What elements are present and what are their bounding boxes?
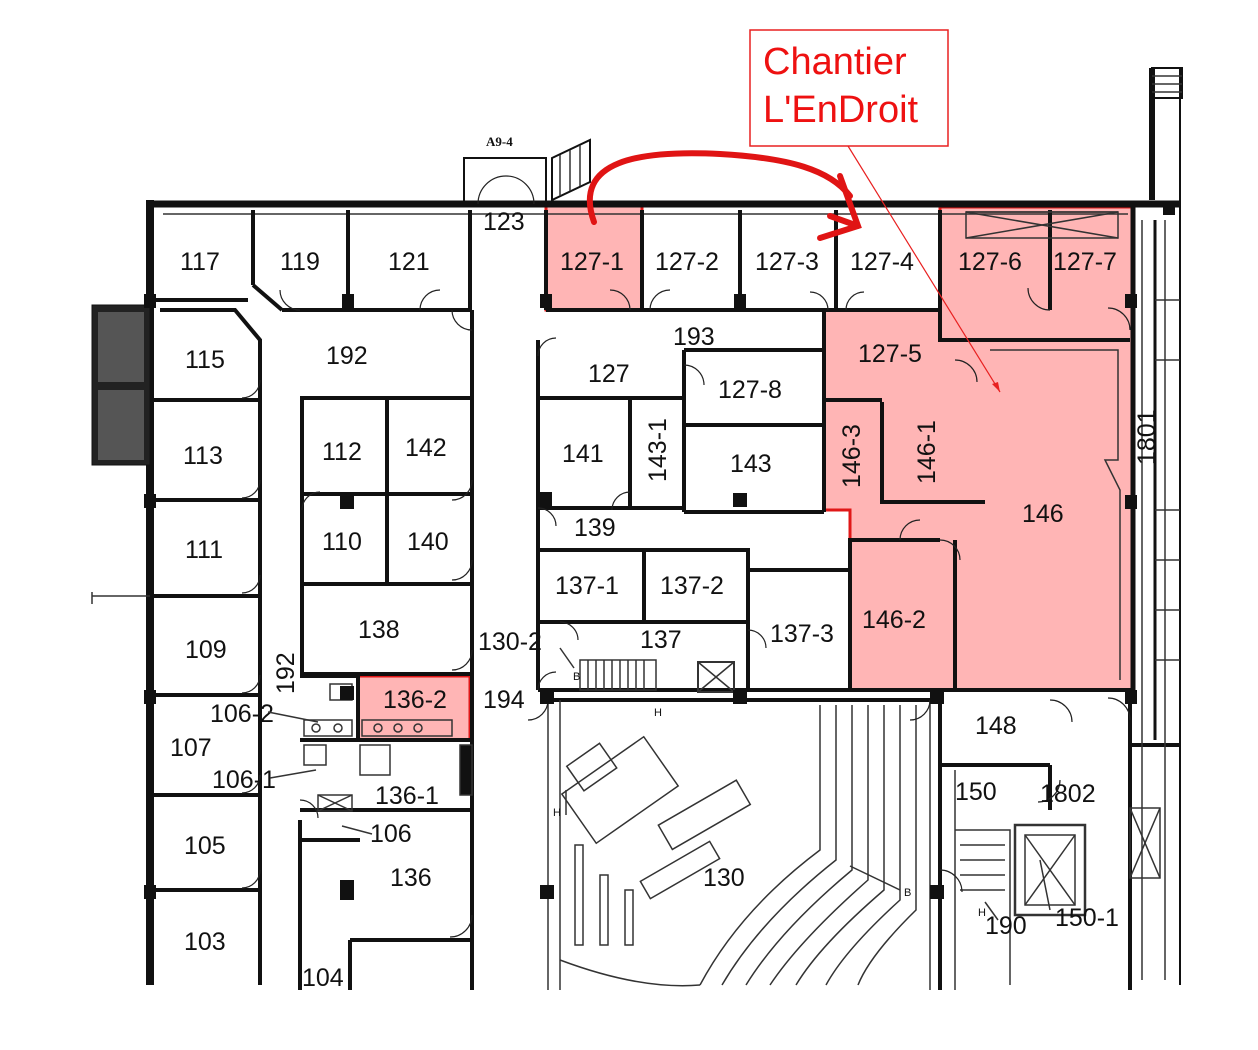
room-127-6: 127-6	[958, 248, 1022, 276]
room-106-2: 106-2	[210, 700, 274, 728]
room-109: 109	[185, 636, 227, 664]
room-146-1: 146-1	[913, 420, 941, 484]
top-right-stair	[1151, 67, 1183, 99]
door-swings	[241, 287, 1131, 938]
callout-line-2: L'EnDroit	[763, 89, 919, 131]
room-139: 139	[574, 514, 616, 542]
move-arrow	[586, 150, 862, 241]
room-192-b: 192	[272, 652, 300, 694]
exterior-grate	[91, 304, 151, 604]
room-127-7: 127-7	[1053, 248, 1117, 276]
room-121: 121	[388, 248, 430, 276]
room-137: 137	[640, 626, 682, 654]
interior-walls	[150, 210, 1180, 990]
stair-190-elevator-150-1	[955, 807, 1161, 985]
room-127-8: 127-8	[718, 376, 782, 404]
room-106-1: 106-1	[212, 766, 276, 794]
room-127-1: 127-1	[560, 248, 624, 276]
room-130: 130	[703, 864, 745, 892]
room-146-2: 146-2	[862, 606, 926, 634]
label-h-2: H	[553, 807, 561, 819]
room-150-1: 150-1	[1055, 904, 1119, 932]
move-arrow-curve	[586, 150, 853, 225]
room-112: 112	[322, 438, 362, 466]
room-137-2: 137-2	[660, 572, 724, 600]
room-142: 142	[405, 434, 447, 462]
vestibule-a9-4	[463, 138, 591, 205]
room-141: 141	[562, 440, 604, 468]
room-127-5: 127-5	[858, 340, 922, 368]
room-136: 136	[390, 864, 432, 892]
label-h-3: H	[978, 907, 986, 919]
room-113: 113	[183, 442, 223, 470]
room-146-3: 146-3	[838, 424, 866, 488]
callout: Chantier L'EnDroit	[749, 29, 1001, 393]
room-137-3: 137-3	[770, 620, 834, 648]
auditorium-130-seating	[559, 705, 917, 987]
room-103: 103	[184, 928, 226, 956]
label-b-2: B	[904, 887, 911, 899]
detail-lines	[547, 211, 1180, 990]
move-arrow-head	[817, 173, 862, 241]
callout-leader-line	[847, 145, 1001, 393]
room-194: 194	[483, 686, 525, 714]
room-150: 150	[955, 778, 997, 806]
room-1802: 1802	[1040, 780, 1096, 808]
room-190: 190	[985, 912, 1027, 940]
room-123: 123	[483, 208, 525, 236]
room-143: 143	[730, 450, 772, 478]
callout-line-1: Chantier	[763, 41, 907, 83]
label-a9-4: A9-4	[486, 134, 513, 149]
room-127-2: 127-2	[655, 248, 719, 276]
room-111: 111	[185, 536, 223, 564]
room-117: 117	[180, 248, 220, 276]
room-127: 127	[588, 360, 630, 388]
room-104: 104	[302, 964, 344, 992]
room-105: 105	[184, 832, 226, 860]
room-1801: 1801	[1133, 409, 1161, 465]
room-127-4: 127-4	[850, 248, 914, 276]
room-136-2: 136-2	[383, 686, 447, 714]
room-193: 193	[673, 323, 715, 351]
room-107: 107	[170, 734, 212, 762]
room-140: 140	[407, 528, 449, 556]
room-192-a: 192	[326, 342, 368, 370]
room-106: 106	[370, 820, 412, 848]
stair-130-2	[579, 659, 735, 693]
room-136-1: 136-1	[375, 782, 439, 810]
room-143-1: 143-1	[644, 418, 672, 482]
label-b-1: B	[573, 671, 580, 683]
room-127-3: 127-3	[755, 248, 819, 276]
pillars	[144, 203, 1175, 900]
room-138: 138	[358, 616, 400, 644]
room-115: 115	[185, 346, 225, 374]
room-110: 110	[322, 528, 362, 556]
callout-box	[749, 29, 949, 147]
room-137-1: 137-1	[555, 572, 619, 600]
callout-leader-arrowhead	[992, 382, 1000, 392]
room-labels: A9-4 117 119 121 123 127-1 127-2 127-3 1…	[170, 134, 1161, 992]
room-148: 148	[975, 712, 1017, 740]
restroom-fixtures	[303, 683, 473, 812]
room-130-2: 130-2	[478, 628, 542, 656]
label-h-1: H	[654, 707, 662, 719]
label-leaders	[267, 647, 1051, 921]
room-119: 119	[280, 248, 320, 276]
room-146: 146	[1022, 500, 1064, 528]
